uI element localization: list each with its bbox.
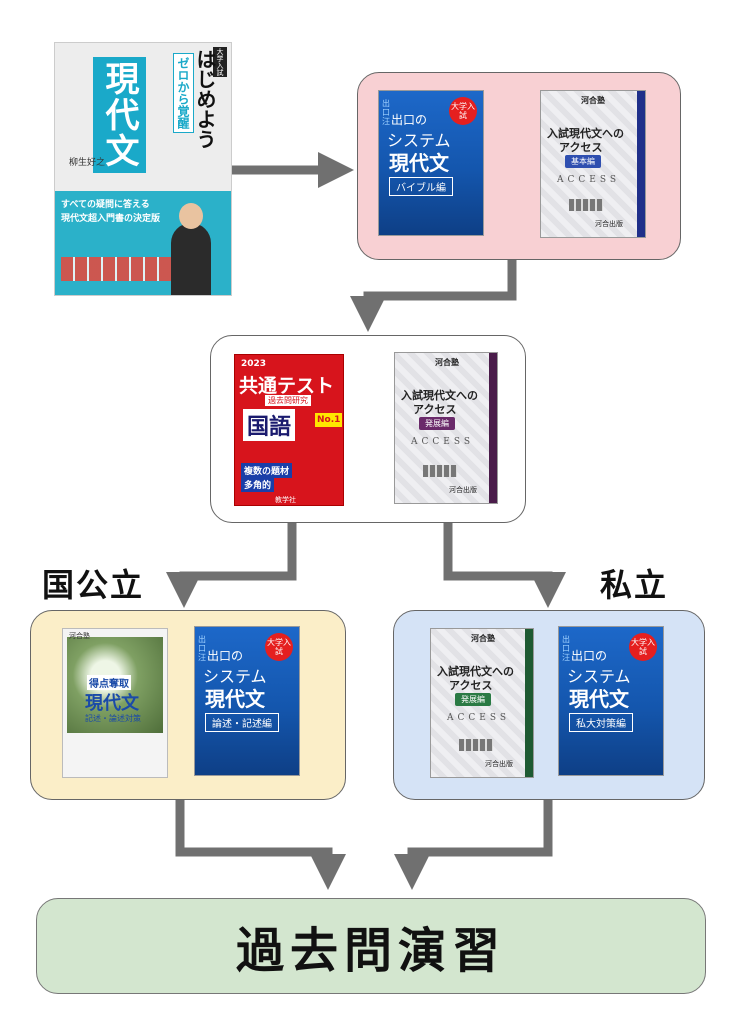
tokuten-t2: 現代文 xyxy=(85,693,139,714)
kyotsu-rank: No.1 xyxy=(315,413,343,427)
zero-author: 柳生好之 xyxy=(69,158,106,168)
access-basic-grid xyxy=(569,199,603,211)
kyotsu-t2: 過去問研究 xyxy=(265,395,311,406)
box-past-exam-practice: 過去問演習 xyxy=(36,898,706,994)
system-ronjutsu-t3: 現代文 xyxy=(205,687,265,711)
label-private: 私立 xyxy=(600,566,669,604)
zero-person xyxy=(171,223,211,295)
zero-title1: はじめよう xyxy=(193,49,217,149)
zero-series: ゼロから覚醒 xyxy=(173,53,194,133)
access-hatten2-bar xyxy=(525,629,533,777)
tokuten-pub: 河合塾 xyxy=(69,632,90,640)
access-hatten-t2: アクセス xyxy=(413,403,457,416)
kyotsu-pub: 教学社 xyxy=(275,496,296,504)
access-hatten2-pub: 河合塾 xyxy=(471,634,495,643)
arrow-national-to-final xyxy=(175,800,346,890)
access-basic-t2: アクセス xyxy=(559,141,603,154)
access-hatten-grid xyxy=(423,465,457,477)
access-hatten2-en: ACCESS xyxy=(447,713,511,723)
system-shidai-t1: 出口の xyxy=(571,649,608,663)
tokuten-t3: 記述・論述対策 xyxy=(85,714,141,723)
book-system-bible: 出口汪 大学入試 出口の システム 現代文 バイブル編 xyxy=(378,90,484,236)
arrow-private-to-final xyxy=(394,800,553,890)
access-hatten2-grid xyxy=(459,739,493,751)
arrow-pink-to-white xyxy=(350,258,517,332)
access-hatten-en: ACCESS xyxy=(411,437,475,447)
book-access-hatten-2: 河合塾 入試現代文への アクセス 発展編 ACCESS 河合出版 xyxy=(430,628,534,778)
access-basic-bar xyxy=(637,91,645,237)
access-hatten2-t2: アクセス xyxy=(449,679,493,692)
access-hatten-bottom: 河合出版 xyxy=(449,486,477,494)
system-bible-pub: 出口汪 xyxy=(382,99,390,126)
book-access-hatten: 河合塾 入試現代文への アクセス 発展編 ACCESS 河合出版 xyxy=(394,352,498,504)
system-shidai-sub: 私大対策編 xyxy=(569,713,633,732)
system-bible-t3: 現代文 xyxy=(389,151,449,175)
kyotsu-t3: 国語 xyxy=(243,409,296,441)
access-hatten-level: 発展編 xyxy=(419,417,455,430)
system-shidai-badge: 大学入試 xyxy=(629,633,657,661)
access-basic-level: 基本編 xyxy=(565,155,601,168)
system-shidai-t3: 現代文 xyxy=(569,687,629,711)
kyotsu-t1: 共通テスト xyxy=(239,375,335,397)
zero-person-head xyxy=(179,203,203,229)
access-hatten2-level: 発展編 xyxy=(455,693,491,706)
access-basic-t1: 入試現代文への xyxy=(547,127,624,140)
book-system-ronjutsu: 出口汪 大学入試 出口の システム 現代文 論述・記述編 xyxy=(194,626,300,776)
tokuten-t1: 得点奪取 xyxy=(87,675,131,690)
system-ronjutsu-t1: 出口の xyxy=(207,649,244,663)
label-national: 国公立 xyxy=(42,566,145,604)
system-bible-sub: バイブル編 xyxy=(389,177,453,196)
system-ronjutsu-badge: 大学入試 xyxy=(265,633,293,661)
system-bible-t2: システム xyxy=(387,131,451,150)
system-bible-t1: 出口の xyxy=(391,113,428,127)
access-hatten-bar xyxy=(489,353,497,503)
book-tokuten-dasshu: 河合塾 得点奪取 現代文 記述・論述対策 xyxy=(62,628,168,778)
access-hatten-pub: 河合塾 xyxy=(435,358,459,367)
access-hatten2-bottom: 河合出版 xyxy=(485,760,513,768)
system-ronjutsu-sub: 論述・記述編 xyxy=(205,713,279,732)
book-zero-kara-kakusei: 大学入試 ゼロから覚醒 はじめよう 現代文 柳生好之 すべての疑問に答える 現代… xyxy=(54,42,232,296)
zero-level-bars xyxy=(61,257,171,281)
zero-title2: 現代文 xyxy=(93,57,146,173)
zero-lead: すべての疑問に答える xyxy=(61,200,150,210)
system-ronjutsu-t2: システム xyxy=(203,667,267,686)
kyotsu-year: 2023 xyxy=(241,359,267,369)
access-basic-pub: 河合塾 xyxy=(581,96,605,105)
kyotsu-b2: 多角的 xyxy=(241,477,275,492)
system-shidai-pub: 出口汪 xyxy=(562,635,570,662)
access-hatten-t1: 入試現代文への xyxy=(401,389,478,402)
system-shidai-t2: システム xyxy=(567,667,631,686)
system-ronjutsu-pub: 出口汪 xyxy=(198,635,206,662)
kyotsu-b1: 複数の題材 xyxy=(241,463,293,478)
access-basic-bottom: 河合出版 xyxy=(595,220,623,228)
book-access-basic: 河合塾 入試現代文への アクセス 基本編 ACCESS 河合出版 xyxy=(540,90,646,238)
system-bible-badge: 大学入試 xyxy=(449,97,477,125)
arrow-white-to-national xyxy=(166,523,297,608)
arrow-white-to-private xyxy=(443,523,566,608)
access-basic-en: ACCESS xyxy=(557,175,621,185)
book-kyotsu-test: 2023 共通テスト 過去問研究 国語 No.1 複数の題材 多角的 教学社 xyxy=(234,354,344,506)
book-system-shidai: 出口汪 大学入試 出口の システム 現代文 私大対策編 xyxy=(558,626,664,776)
zero-lead2: 現代文超入門書の決定版 xyxy=(61,214,161,224)
zero-corner: 大学入試 xyxy=(213,47,227,77)
access-hatten2-t1: 入試現代文への xyxy=(437,665,514,678)
